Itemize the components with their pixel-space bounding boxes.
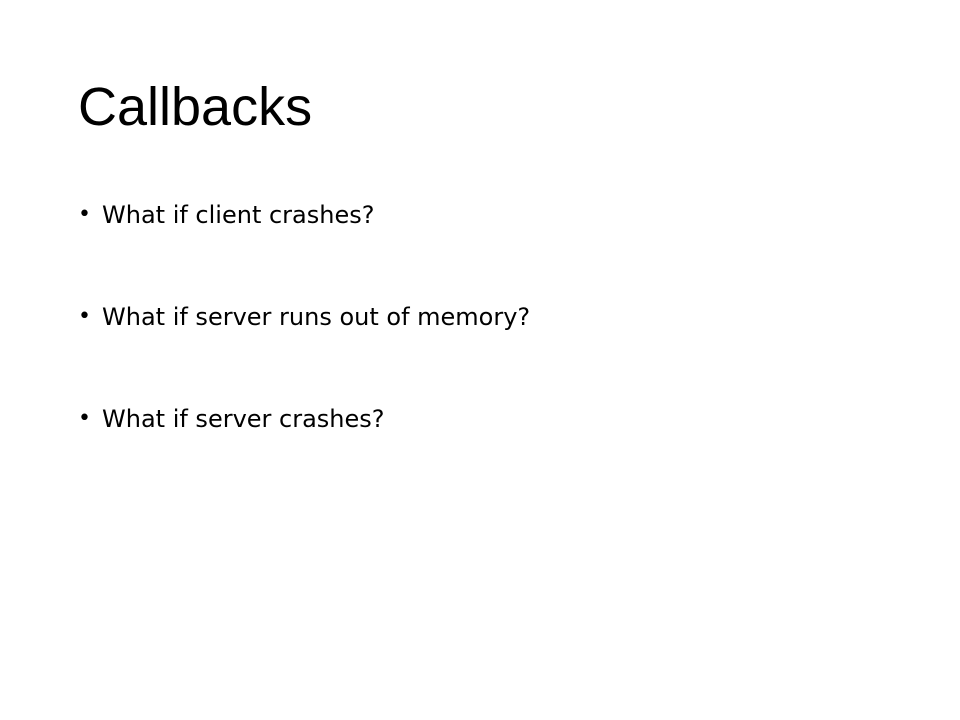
bullet-item-client-crashes: • What if client crashes? <box>78 192 530 238</box>
bullet-text: What if client crashes? <box>102 201 375 229</box>
bullet-icon: • <box>78 406 91 431</box>
bullet-text: What if server crashes? <box>102 405 385 433</box>
bullet-list: • What if client crashes? • What if serv… <box>78 192 530 442</box>
bullet-icon: • <box>78 202 91 227</box>
bullet-item-server-out-of-memory: • What if server runs out of memory? <box>78 294 530 340</box>
bullet-icon: • <box>78 304 91 329</box>
bullet-item-server-crashes: • What if server crashes? <box>78 396 530 442</box>
slide-title: Callbacks <box>78 77 313 137</box>
bullet-text: What if server runs out of memory? <box>102 303 531 331</box>
